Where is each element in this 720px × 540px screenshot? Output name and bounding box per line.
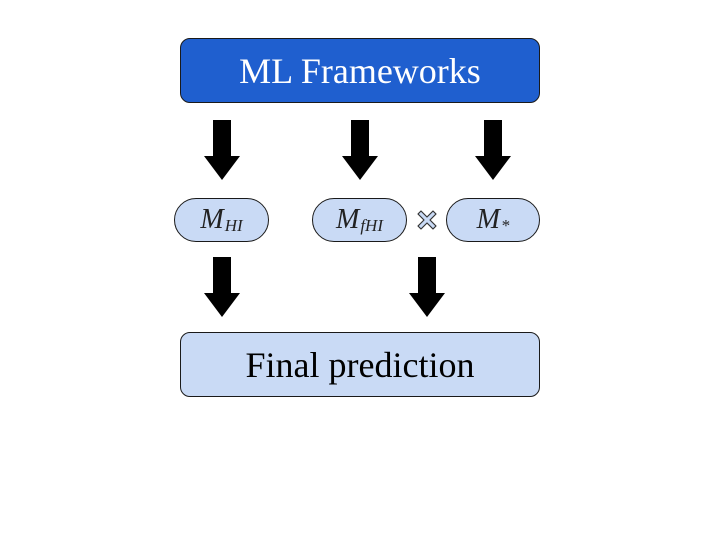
down-arrow-icon [204,257,240,317]
ml-frameworks-label: ML Frameworks [239,50,481,91]
model-symbol: M [200,204,224,235]
model-subscript: * [500,216,510,235]
times-icon [417,210,437,230]
model-m-star: M* [446,198,540,242]
model-subscript: fHI [360,216,383,235]
down-arrow-icon [342,120,378,180]
final-prediction-label: Final prediction [245,344,475,385]
model-symbol: M [336,204,360,235]
ml-frameworks-box: ML Frameworks [180,38,540,103]
model-symbol: M [476,204,500,235]
down-arrow-icon [204,120,240,180]
model-subscript: HI [224,216,243,235]
down-arrow-icon [409,257,445,317]
down-arrow-icon [475,120,511,180]
final-prediction-box: Final prediction [180,332,540,397]
